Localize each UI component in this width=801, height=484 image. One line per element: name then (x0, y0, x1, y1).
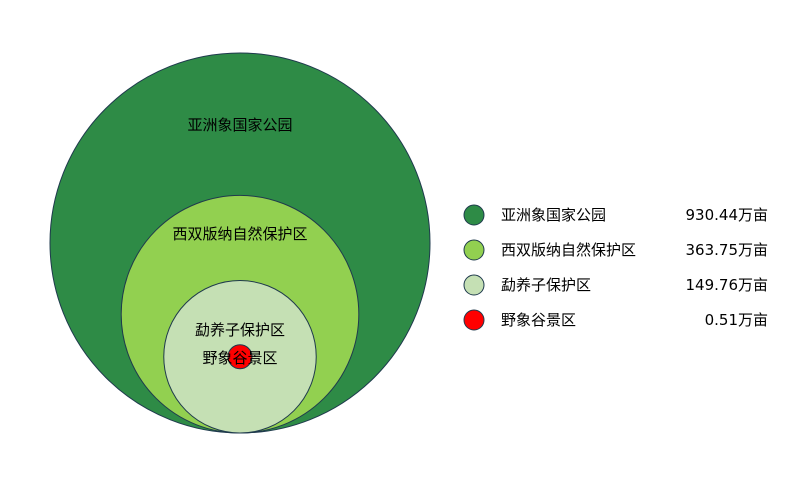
circles-group (49, 52, 431, 434)
legend-value-1: 363.75万亩 (686, 241, 769, 259)
legend-name-1: 西双版纳自然保护区 (501, 241, 636, 259)
legend-item-2: 勐养子保护区 149.76万亩 (463, 274, 769, 296)
legend-marker-2 (463, 274, 485, 296)
circle-label-3: 野象谷景区 (202, 349, 277, 367)
legend-item-3: 野象谷景区 0.51万亩 (463, 309, 768, 331)
circle-label-2: 勐养子保护区 (195, 321, 285, 339)
legend-item-1: 西双版纳自然保护区 363.75万亩 (463, 239, 769, 261)
legend-value-0: 930.44万亩 (686, 206, 769, 224)
legend-marker-1 (463, 239, 485, 261)
circle-label-0: 亚洲象国家公园 (187, 116, 292, 134)
legend-name-0: 亚洲象国家公园 (501, 206, 606, 224)
legend-value-2: 149.76万亩 (686, 276, 769, 294)
legend-marker-3 (463, 309, 485, 331)
legend-value-3: 0.51万亩 (705, 311, 768, 329)
circle-3 (227, 344, 253, 370)
legend-marker-0 (463, 204, 485, 226)
legend-item-0: 亚洲象国家公园 930.44万亩 (463, 204, 769, 226)
circle-label-1: 西双版纳自然保护区 (172, 225, 307, 243)
legend-name-3: 野象谷景区 (501, 311, 576, 329)
legend-name-2: 勐养子保护区 (501, 276, 591, 294)
